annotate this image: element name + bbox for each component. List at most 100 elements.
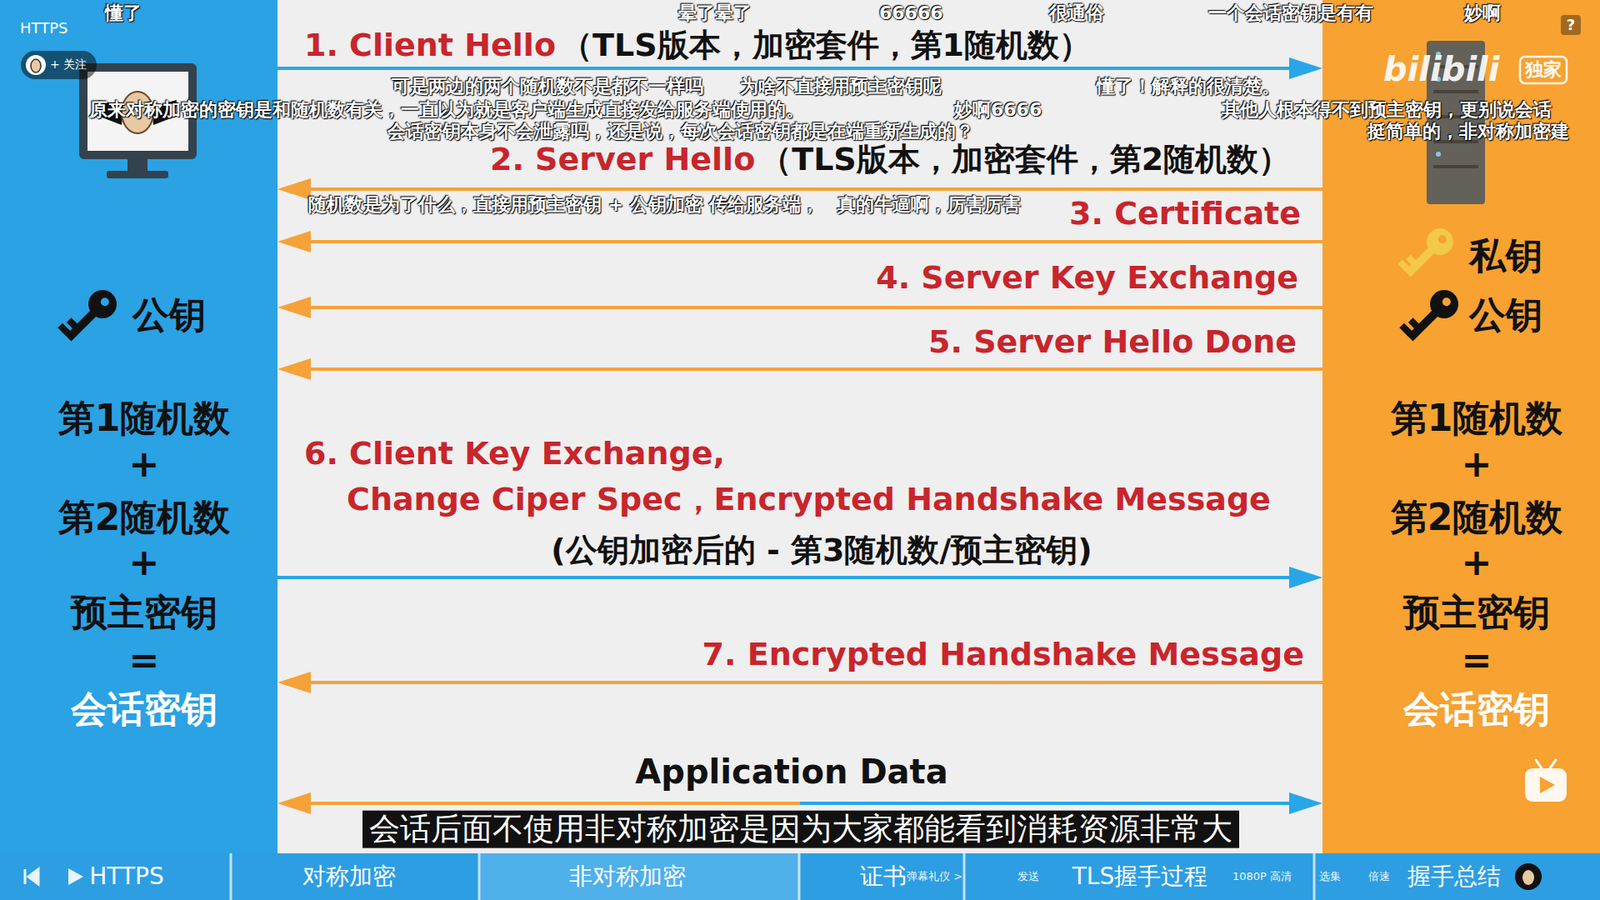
public-key-icon: [1399, 323, 1413, 337]
public-key-icon: [1440, 295, 1453, 308]
player-control: 选集: [1319, 870, 1341, 883]
message-label: 1. Client Hello: [304, 28, 556, 64]
message-detail: (公钥加密后的 - 第3随机数/预主密钥): [550, 533, 1092, 569]
bilibili-badge: [1520, 56, 1567, 84]
monitor-icon: [127, 159, 148, 171]
bottom-bar: [798, 853, 801, 900]
message-label: 7. Encrypted Handshake Message: [702, 637, 1305, 673]
arrow-line: [294, 187, 1323, 191]
danmaku: 为啥不直接用预主密钥呢: [740, 76, 942, 97]
arrow-line: [294, 680, 1323, 685]
watermark: 独家: [1525, 60, 1562, 80]
arrow-head: [277, 178, 311, 200]
message-label: 4. Server Key Exchange: [875, 260, 1299, 296]
follow-button: + 关注: [50, 58, 87, 71]
panel-text: 会话密钥: [1403, 689, 1550, 730]
chapter-tab: 握手总结: [1407, 864, 1501, 890]
panel-text: 私钥: [1469, 235, 1543, 276]
message-label: 3. Certificate: [1069, 196, 1301, 232]
tv-icon: [1525, 768, 1567, 802]
panel-text: +: [129, 542, 160, 583]
bottom-bar: [1515, 863, 1542, 890]
follow-pill: [25, 55, 46, 75]
danmaku: 原来对称加密的密钥是和随机数有关，一直以为就是客户端生成直接发给服务端使用的。: [89, 100, 805, 120]
message-detail: （TLS版本，加密套件，第1随机数）: [560, 28, 1091, 64]
public-key-icon: [65, 308, 99, 342]
private-key-icon: [1436, 233, 1449, 245]
chapter-tab: TLS握手过程: [1072, 864, 1208, 890]
message-detail: （TLS版本，加密套件，第2随机数）: [760, 142, 1290, 178]
panel-text: =: [1461, 640, 1493, 680]
message-arrow: [277, 230, 1323, 253]
danmaku: 很通俗: [1049, 3, 1105, 24]
danmaku: 挺简单的，非对称加密建: [1367, 121, 1570, 142]
server-icon: [1435, 151, 1441, 157]
server-ground: [1322, 0, 1600, 854]
arrow-line: [800, 801, 1306, 805]
arrow-head: [277, 792, 311, 815]
danmaku: 其他人根本得不到预主密钥，更别说会话: [1221, 100, 1552, 120]
message-arrow: [277, 358, 1323, 380]
arrow-line: [294, 305, 1323, 310]
public-key-icon: [57, 323, 71, 337]
danmaku: 妙啊: [1464, 3, 1501, 24]
arrow-head: [1289, 792, 1323, 815]
private-key-icon: [1405, 255, 1417, 266]
private-key-icon: [1397, 222, 1460, 285]
arrow-head: [1289, 57, 1323, 80]
bilibili-badge: [1520, 56, 1567, 84]
message-label: Application Data: [635, 753, 948, 790]
client-panel: 公钥第1随机数+第2随机数+预主密钥=会话密钥: [0, 0, 278, 854]
message-label: 5. Server Hello Done: [928, 325, 1297, 360]
help-box: [1560, 15, 1581, 35]
panel-text: =: [129, 640, 160, 680]
server-icon: [1433, 90, 1479, 94]
panel-text: 会话密钥: [70, 689, 218, 730]
arrow-line: [277, 575, 1306, 580]
watermark: bilibili: [1383, 50, 1500, 88]
tv-icon: [1535, 760, 1542, 769]
bottom-bar: [478, 853, 481, 900]
danmaku: 会话密钥本身不会泄露吗，还是说，每次会话密钥都是在端重新生成的？: [387, 121, 975, 142]
public-key-icon: [1408, 317, 1420, 329]
bottom-bar: [0, 853, 1600, 900]
monitor-icon: [79, 63, 197, 179]
chapter-tab: HTTPS: [89, 864, 164, 890]
bottom-bar: [963, 853, 966, 900]
player-control: 发送: [1017, 870, 1040, 883]
panel-text: 第1随机数: [1390, 398, 1564, 439]
chapter-tab: 证书: [860, 864, 907, 890]
danmaku: 懂了！解释的很清楚。: [1096, 76, 1280, 97]
danmaku: 可是两边的两个随机数不是都不一样吗: [391, 76, 704, 97]
arrow-head: [1289, 566, 1323, 589]
bottom-bar: [230, 853, 233, 900]
arrow-line: [294, 240, 1323, 244]
panel-text: 第2随机数: [58, 497, 231, 538]
public-key-icon: [99, 295, 111, 308]
private-key-icon: [1405, 245, 1437, 277]
danmaku: 懂了: [105, 3, 142, 24]
arrow-head: [277, 671, 311, 694]
panel-text: +: [1461, 542, 1493, 583]
message-label: Change Ciper Spec，Encrypted Handshake Me…: [346, 482, 1271, 518]
video-title: HTTPS: [20, 20, 69, 37]
subtitle: 会话后面不使用非对称加密是因为大家都能看到消耗资源非常大: [362, 810, 1240, 849]
chapter-tab: 非对称加密: [569, 864, 686, 890]
danmaku: 真的牛逼啊，厉害厉害: [837, 195, 1021, 215]
panel-text: 第1随机数: [58, 398, 231, 439]
player-control: 1080P 高清: [1232, 870, 1292, 883]
chapter-tab: 对称加密: [302, 864, 396, 890]
tv-icon: [1525, 760, 1567, 802]
arrow-head: [277, 230, 311, 253]
arrow-line: [294, 801, 800, 805]
client-ground: [0, 0, 278, 854]
panel-text: 预主密钥: [70, 592, 218, 633]
arrow-line: [277, 66, 1306, 70]
public-key-icon: [57, 283, 123, 349]
danmaku: 随机数是为了什么，直接用预主密钥 + 公钥加密 传给服务端，: [308, 195, 820, 215]
follow-pill: [20, 50, 97, 80]
public-key-icon: [66, 317, 78, 329]
follow-pill: [20, 50, 97, 80]
